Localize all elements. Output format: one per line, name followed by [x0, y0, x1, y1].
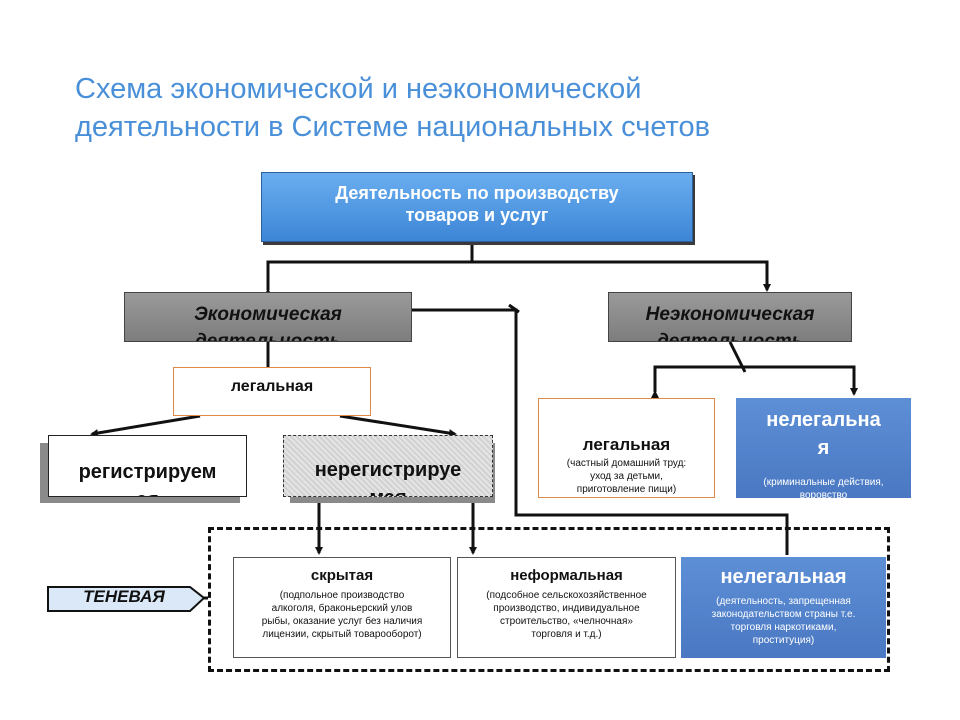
connector-top-split	[264, 260, 771, 296]
hidden-label: скрытая	[310, 567, 374, 584]
page-title: Схема экономической и неэкономической де…	[75, 70, 895, 146]
registered-line-2: ая	[49, 486, 246, 496]
legal-noneconomic-note-1: (частный домашний труд:	[566, 458, 687, 469]
box-legal-economic: легальная	[173, 367, 371, 416]
informal-note: (подсобное сельскохозяйственное производ…	[458, 589, 675, 641]
informal-note-1: (подсобное сельскохозяйственное	[486, 590, 647, 601]
illegal-shadow-note-2: законодательством страны т.е.	[711, 609, 856, 620]
connector-legal-registered	[90, 414, 201, 437]
illegal-noneconomic-note-1: (криминальные действия,	[763, 477, 884, 488]
informal-note-2: производство, индивидуальное	[493, 603, 640, 614]
production-line-1: Деятельность по производству	[335, 183, 619, 203]
illegal-shadow-note-3: торговля наркотиками,	[730, 622, 837, 633]
informal-label: неформальная	[510, 567, 623, 584]
illegal-noneconomic-note: (криминальные действия, воровство	[736, 476, 911, 498]
illegal-noneconomic-line-2: я	[817, 437, 830, 459]
unregistered-line-2: мая	[284, 484, 492, 496]
production-line-2: товаров и услуг	[405, 205, 549, 225]
connector-nonecon-down	[728, 341, 747, 373]
shadow-arrow-shape	[47, 586, 206, 612]
illegal-shadow-note: (деятельность, запрещенная законодательс…	[681, 595, 886, 647]
hidden-note-3: рыбы, оказание услуг без наличия	[261, 616, 423, 627]
informal-note-4: торговля и т.д.)	[531, 629, 602, 640]
economic-line-1: Экономическая	[194, 304, 342, 325]
registered-line-1: регистрируем	[78, 461, 217, 483]
connector-legal-unregistered	[339, 414, 457, 438]
shadow-economy-text: ТЕНЕВАЯ	[83, 587, 165, 606]
box-informal: неформальная (подсобное сельскохозяйстве…	[457, 557, 676, 658]
box-illegal-noneconomic: нелегальна я (криминальные действия, вор…	[736, 398, 911, 498]
hidden-note: (подпольное производство алкоголя, брако…	[234, 589, 450, 641]
title-line-2: деятельности в Системе национальных счет…	[75, 111, 711, 143]
box-noneconomic-activity: Неэкономическая деятельность	[608, 292, 852, 342]
legal-noneconomic-note-3: приготовление пищи)	[576, 484, 677, 495]
legal-noneconomic-label: легальная	[582, 435, 671, 454]
illegal-noneconomic-line-1: нелегальна	[766, 409, 881, 431]
connector-nonecon-split	[651, 365, 858, 398]
hidden-note-1: (подпольное производство	[279, 590, 405, 601]
informal-note-3: строительство, «челночная»	[500, 616, 633, 627]
shadow-economy-frame	[208, 527, 890, 672]
box-economic-activity: Экономическая деятельность	[124, 292, 412, 342]
box-legal-noneconomic: легальная (частный домашний труд: уход з…	[538, 398, 715, 498]
illegal-shadow-label: нелегальная	[720, 566, 847, 588]
hidden-note-4: лицензии, скрытый товарооборот)	[262, 629, 422, 640]
hidden-note-2: алкоголя, браконьерский улов	[271, 603, 413, 614]
legal-economic-label: легальная	[230, 378, 314, 395]
unregistered-line-1: нерегистрируе	[314, 459, 462, 481]
illegal-shadow-note-4: проституция)	[752, 635, 815, 646]
noneconomic-line-2: деятельность	[657, 331, 803, 342]
box-registered: регистрируем ая	[48, 435, 247, 497]
legal-noneconomic-note: (частный домашний труд: уход за детьми, …	[539, 457, 714, 496]
illegal-noneconomic-note-2: воровство	[799, 490, 848, 498]
economic-line-2: деятельность	[195, 331, 341, 342]
box-hidden: скрытая (подпольное производство алкогол…	[233, 557, 451, 658]
box-illegal-shadow: нелегальная (деятельность, запрещенная з…	[681, 557, 886, 658]
legal-noneconomic-note-2: уход за детьми,	[590, 471, 663, 482]
title-line-1: Схема экономической и неэкономической	[75, 73, 642, 105]
arrow-tick	[508, 303, 520, 314]
box-production-activity: Деятельность по производству товаров и у…	[261, 172, 693, 242]
box-unregistered: нерегистрируе мая	[283, 435, 493, 497]
illegal-shadow-note-1: (деятельность, запрещенная	[716, 596, 851, 607]
noneconomic-line-1: Неэкономическая	[645, 304, 815, 325]
